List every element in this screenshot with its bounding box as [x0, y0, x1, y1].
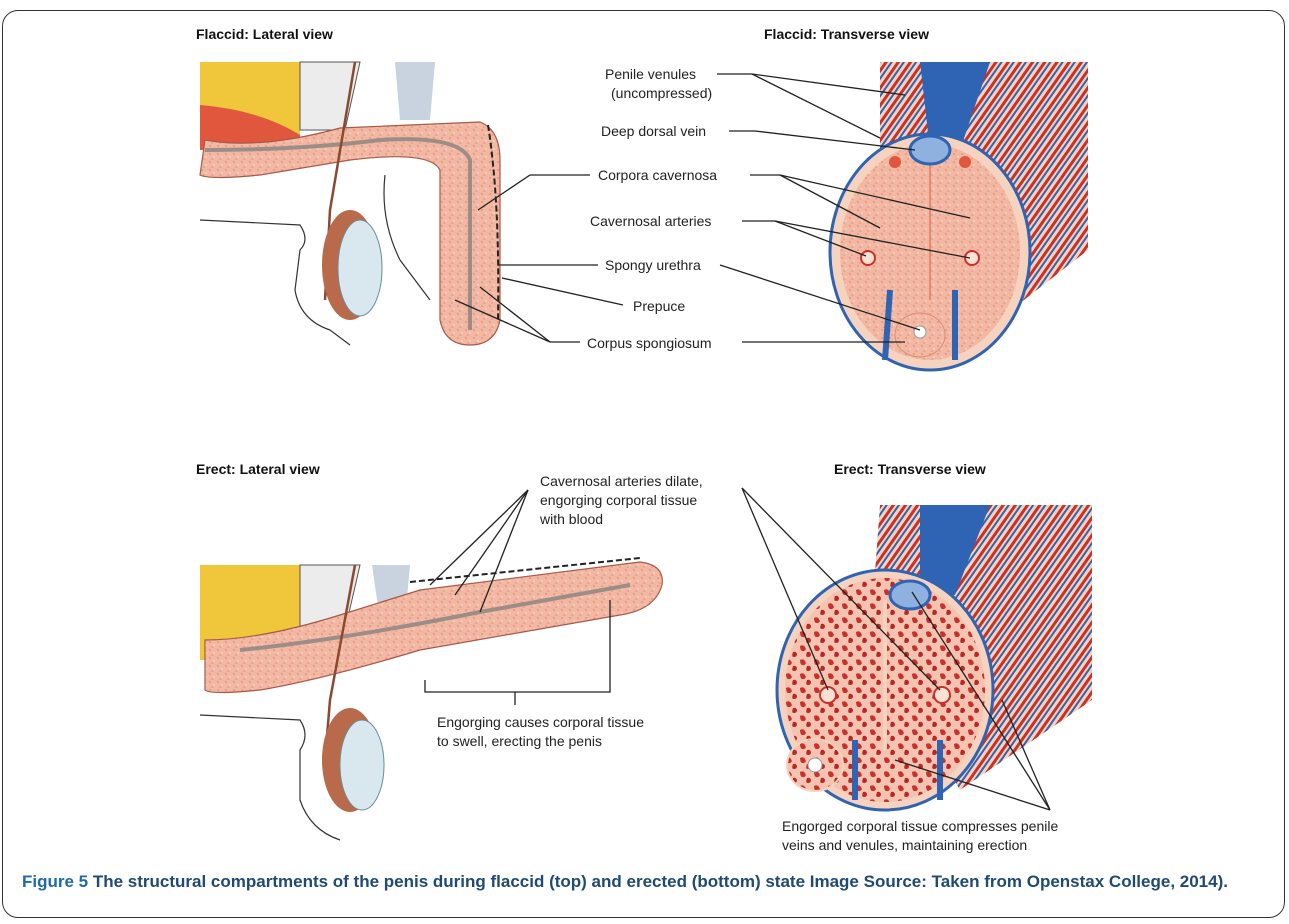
flaccid-lateral-illustration [200, 62, 500, 345]
scrotum-outline [384, 175, 430, 300]
dilated-artery-right [934, 687, 950, 703]
label-penile-venules-sub: (uncompressed) [611, 85, 712, 101]
label-dilate-line1: Cavernosal arteries dilate, [540, 473, 703, 489]
figure-caption: Figure 5 The structural compartments of … [22, 869, 1267, 894]
label-corpora-cavernosa: Corpora cavernosa [598, 167, 717, 183]
label-prepuce: Prepuce [633, 298, 685, 314]
testis-erect [340, 720, 384, 810]
testis [338, 220, 382, 316]
label-cavernosal-arteries: Cavernosal arteries [590, 213, 711, 229]
cavernosal-artery-left [861, 251, 875, 265]
label-dilate-line3: with blood [539, 511, 603, 527]
erect-transverse-illustration [777, 505, 1092, 810]
label-swell-line2: to swell, erecting the penis [437, 733, 602, 749]
figure-label: Figure 5 [22, 872, 88, 891]
erect-dorsal-vein-section [890, 581, 930, 609]
caption-text: The structural compartments of the penis… [88, 872, 1228, 891]
dorsal-artery-left [889, 156, 901, 168]
erect-urethra-section [808, 758, 822, 772]
thigh-outline-erect [200, 715, 340, 840]
erect-lateral-illustration [200, 558, 662, 840]
label-penile-venules: Penile venules [605, 66, 696, 82]
label-spongy-urethra: Spongy urethra [605, 257, 701, 273]
pubic-bone [300, 62, 360, 130]
label-swell-line1: Engorging causes corporal tissue [437, 714, 644, 730]
urethra-section [914, 326, 926, 338]
label-deep-dorsal-vein: Deep dorsal vein [601, 123, 706, 139]
label-compress-line1: Engorged corporal tissue compresses peni… [782, 818, 1058, 834]
ligament [395, 62, 435, 120]
label-dilate-line2: engorging corporal tissue [540, 492, 697, 508]
deep-dorsal-vein-section [910, 136, 950, 164]
label-corpus-spongiosum: Corpus spongiosum [587, 335, 712, 351]
label-compress-line2: veins and venules, maintaining erection [782, 837, 1027, 853]
dorsal-artery-right [959, 156, 971, 168]
